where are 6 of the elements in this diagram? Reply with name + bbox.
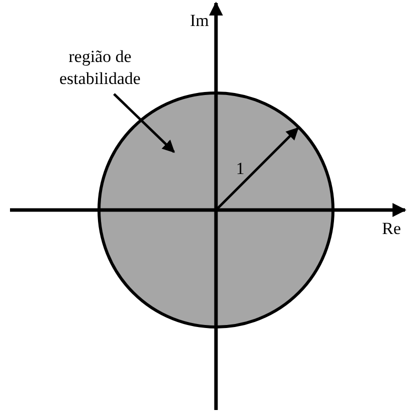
axis-label: Re (382, 218, 401, 240)
region-label: região de estabilidade (30, 46, 170, 90)
axis-label: Im (190, 10, 209, 32)
stability-region-disk (97, 91, 335, 329)
leader-arrow (113, 93, 175, 153)
radius-label: 1 (236, 158, 244, 180)
